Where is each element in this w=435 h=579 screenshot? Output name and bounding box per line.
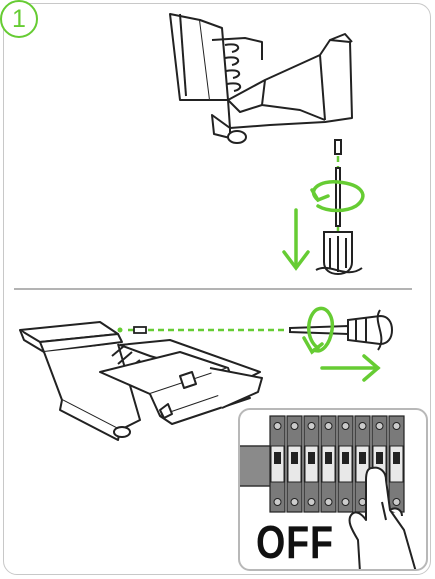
breaker-switch: [270, 416, 285, 512]
breaker-panel-inset: OFF: [238, 408, 428, 571]
screwdriver-side-icon: [290, 310, 392, 350]
breaker-switch: [321, 416, 336, 512]
mount-hole-marker: [118, 328, 123, 333]
breaker-switch: [338, 416, 353, 512]
breaker-switch: [287, 416, 302, 512]
breaker-switch: [389, 416, 404, 512]
right-arrow-icon: [322, 356, 378, 380]
screw-side-icon: [134, 327, 146, 333]
breaker-switch: [304, 416, 319, 512]
off-label: OFF: [256, 515, 334, 569]
fixture-side-icon: [20, 322, 262, 440]
